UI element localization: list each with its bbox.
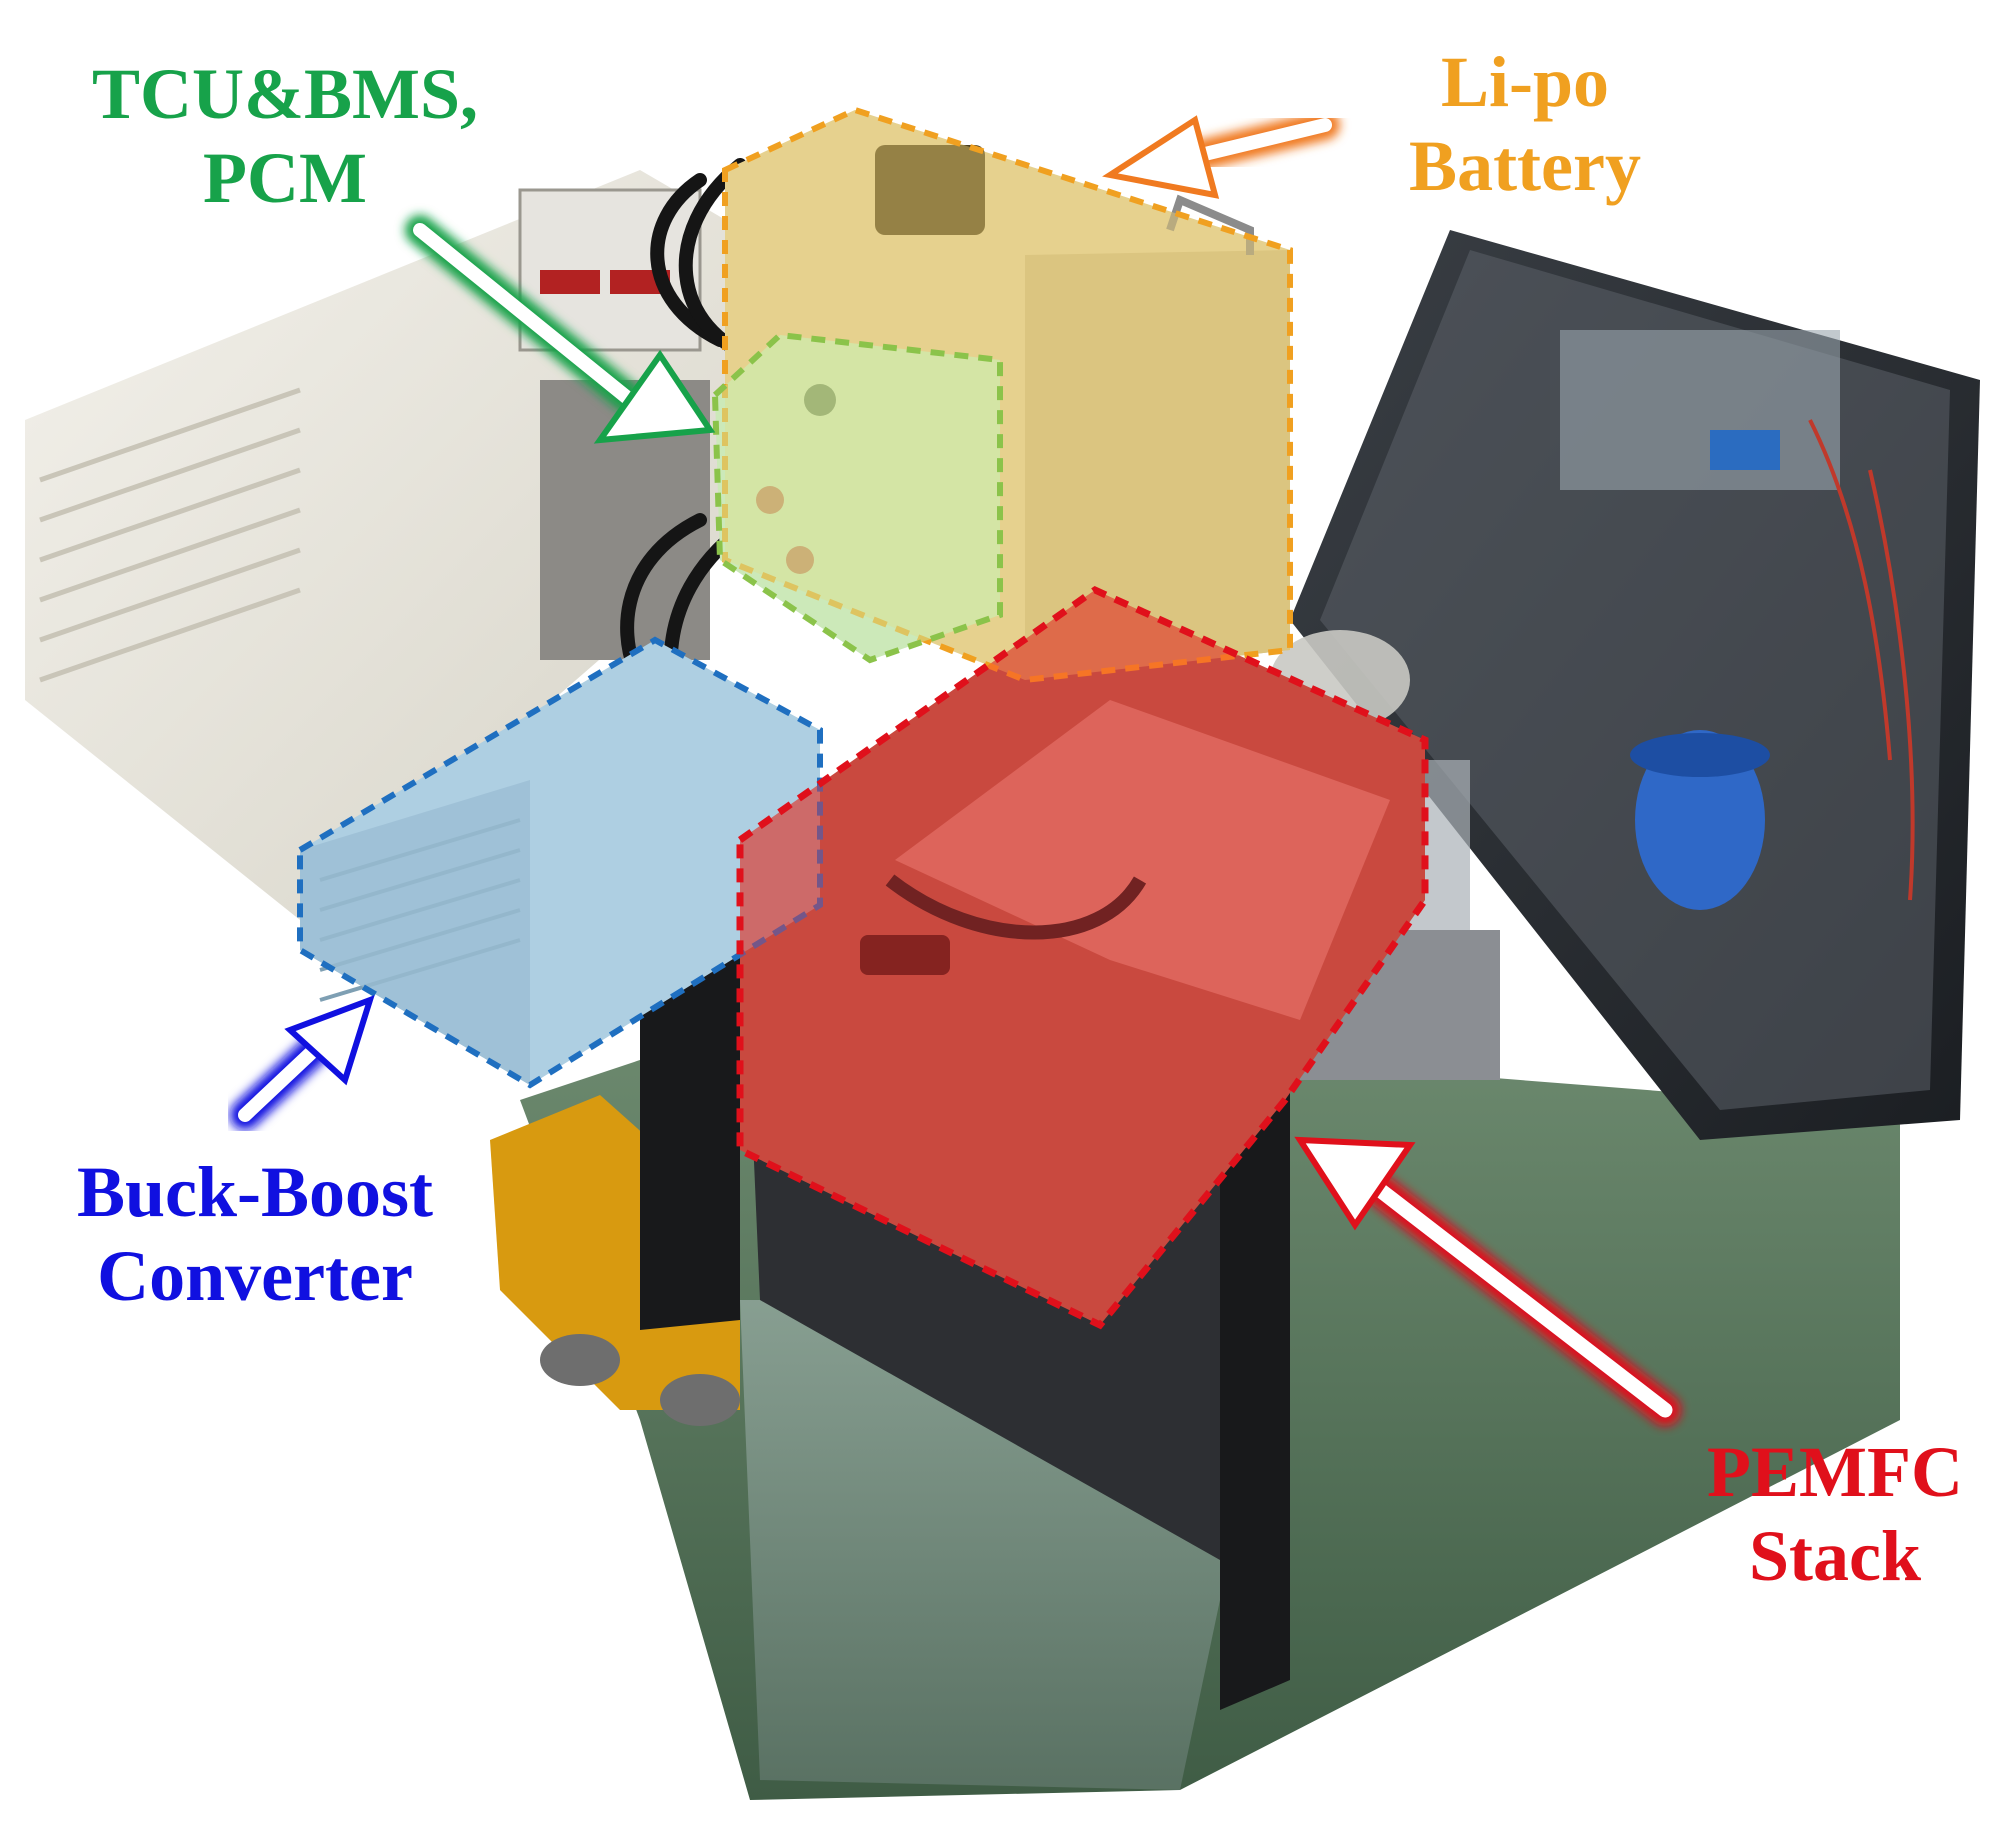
tcu-label-line2: PCM bbox=[203, 138, 367, 218]
buck-label-line1: Buck-Boost bbox=[76, 1152, 434, 1232]
tcu-label-line1: TCU&BMS, bbox=[91, 54, 478, 134]
lipo-battery-outline bbox=[722, 106, 1293, 684]
tcu-box-outline bbox=[711, 331, 1003, 664]
pemfc-label-line2: Stack bbox=[1748, 1516, 1922, 1596]
lipo-arrow-icon bbox=[1102, 110, 1340, 199]
pemfc-stack-label: PEMFC Stack bbox=[1680, 1430, 1990, 1598]
buck-boost-label: Buck-Boost Converter bbox=[40, 1150, 470, 1318]
converter-outline bbox=[297, 636, 823, 1089]
pemfc-label-line1: PEMFC bbox=[1707, 1432, 1963, 1512]
tcu-arrow-icon bbox=[405, 215, 716, 444]
buck-label-line2: Converter bbox=[97, 1236, 413, 1316]
lipo-battery-label: Li-po Battery bbox=[1340, 40, 1710, 208]
lipo-label-line1: Li-po bbox=[1440, 42, 1610, 122]
pemfc-arrow-icon bbox=[1294, 1136, 1681, 1426]
lipo-label-line2: Battery bbox=[1409, 126, 1641, 206]
pemfc-stack-outline bbox=[736, 585, 1429, 1330]
buck-arrow-icon bbox=[230, 995, 375, 1130]
tcu-bms-pcm-label: TCU&BMS, PCM bbox=[40, 52, 530, 220]
